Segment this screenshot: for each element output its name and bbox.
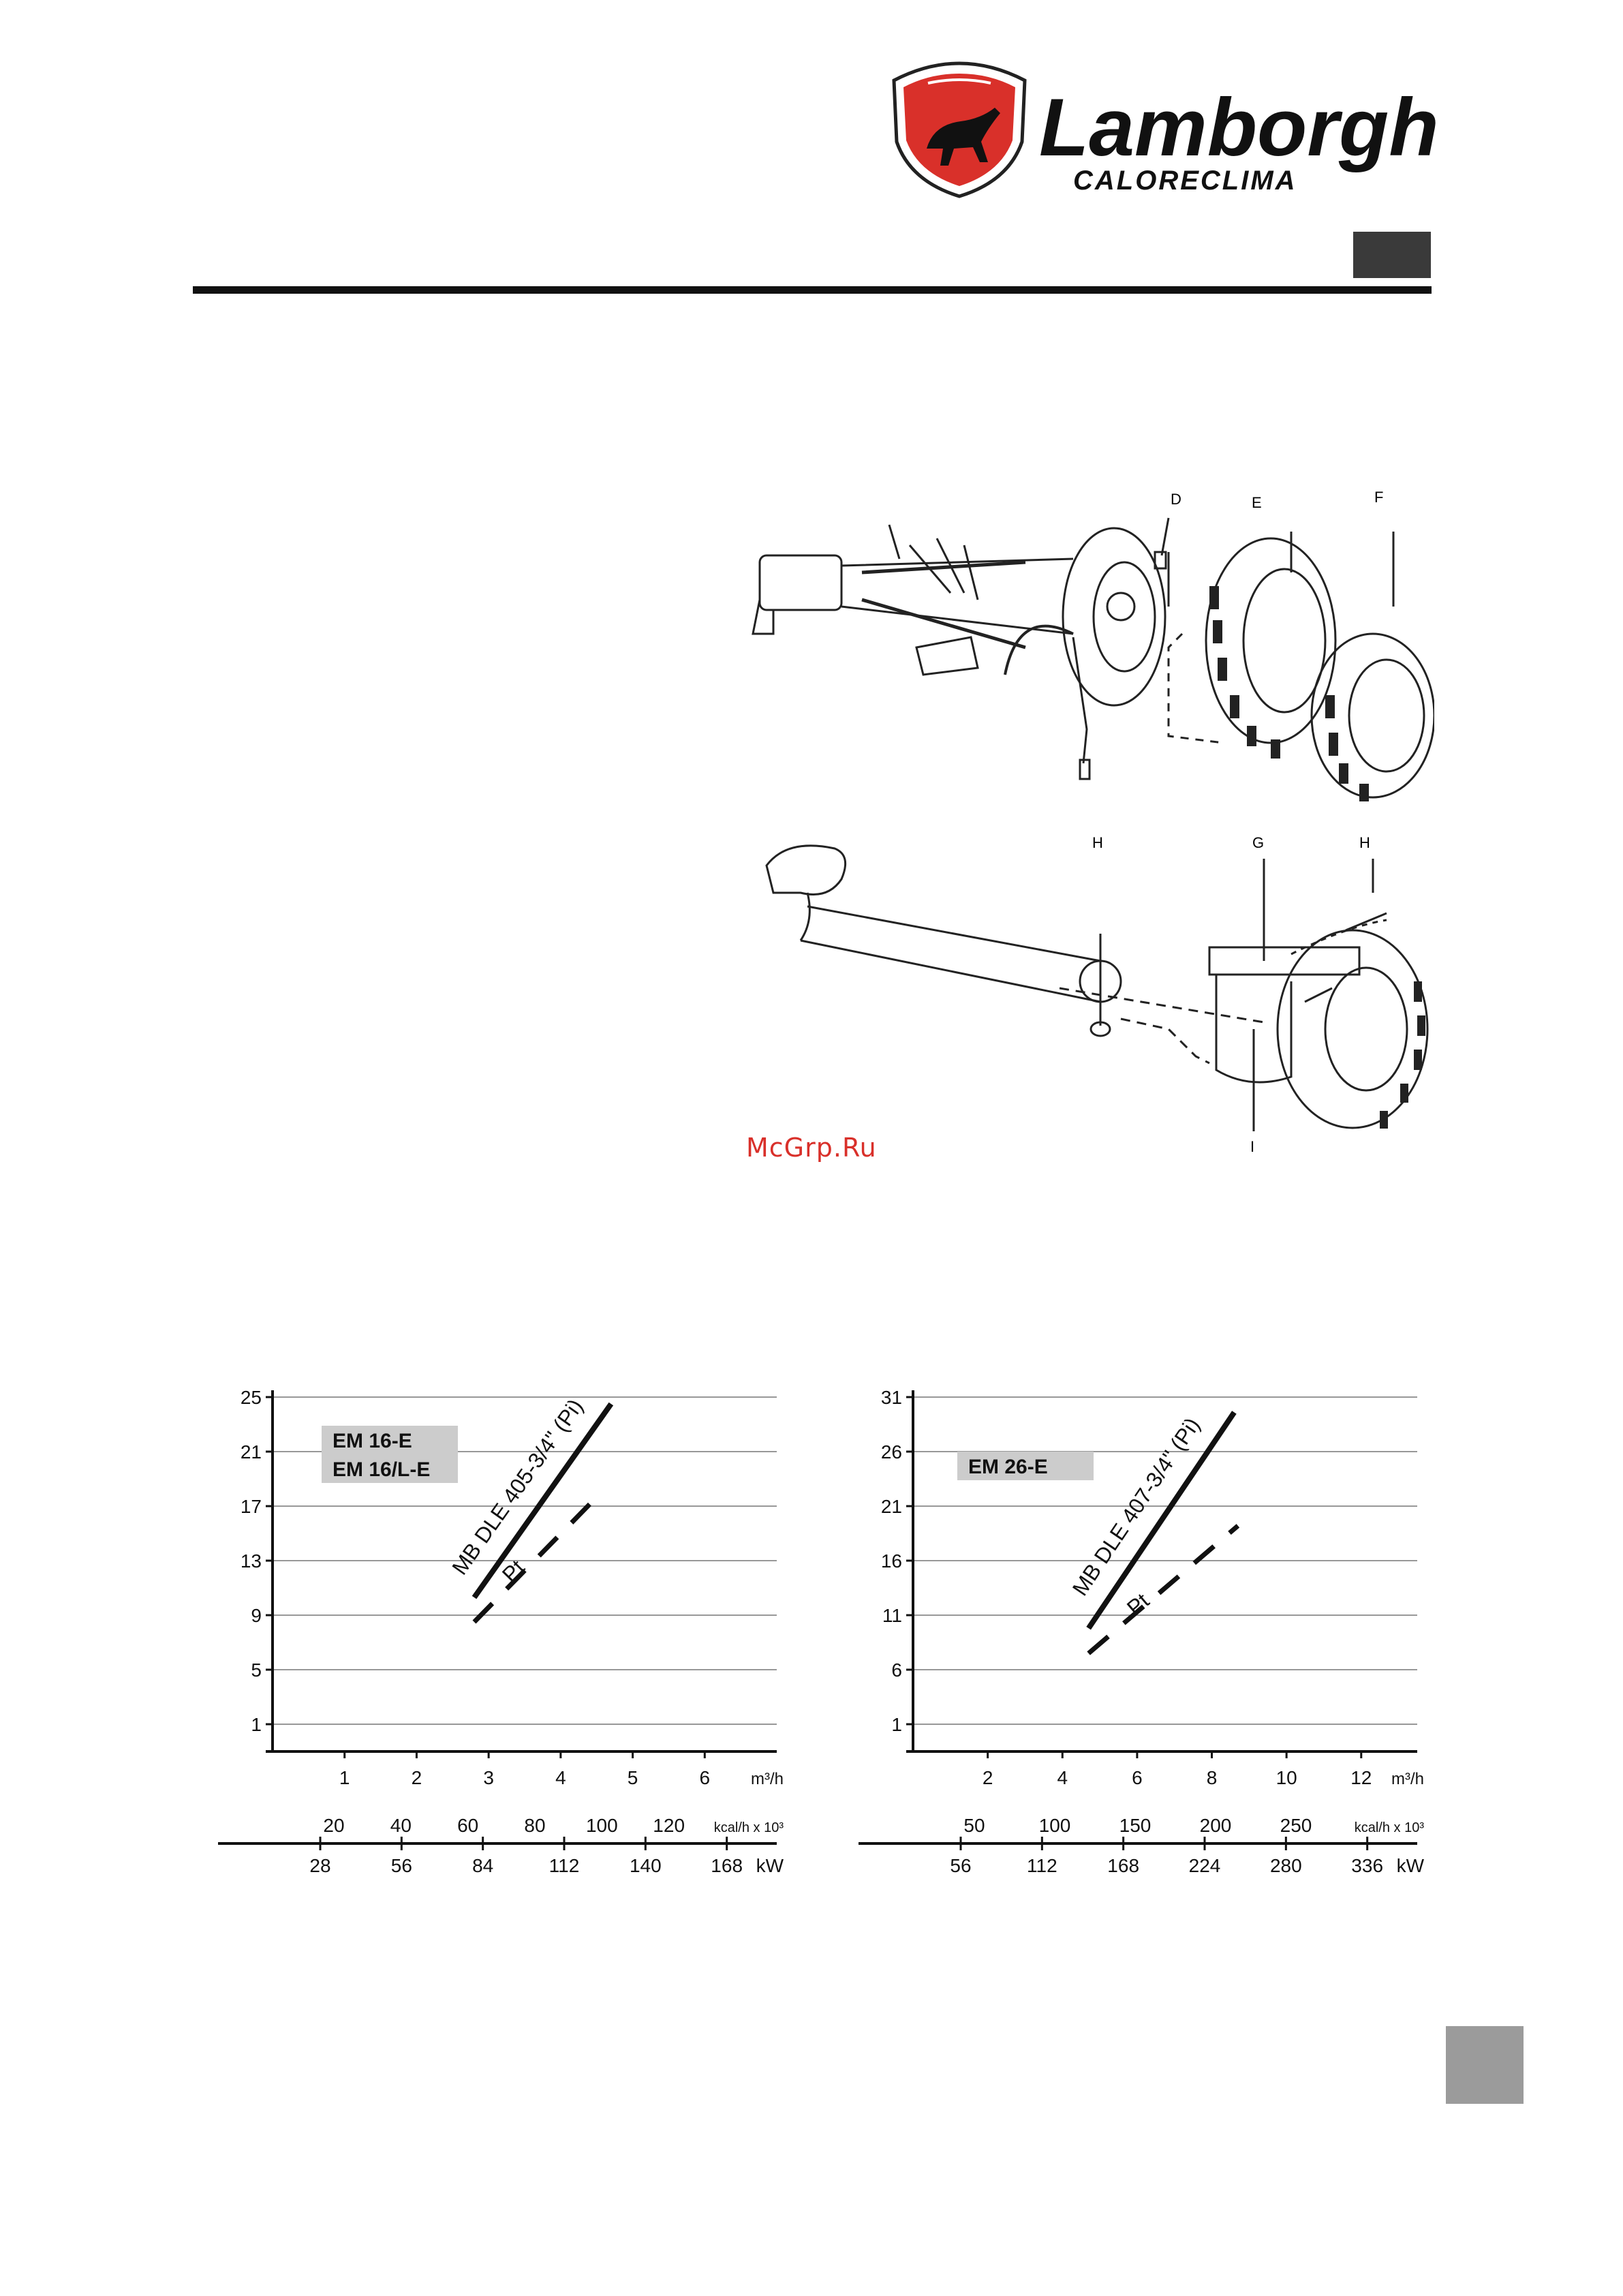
kw-unit-label: kW <box>756 1855 784 1876</box>
kcal-tick-label: 250 <box>1280 1815 1312 1836</box>
callout-h-right: H <box>1359 834 1370 851</box>
y-tick-label: 26 <box>881 1441 902 1463</box>
x-tick-label: 3 <box>483 1767 494 1788</box>
kcal-unit-label: kcal/h x 10³ <box>714 1820 784 1835</box>
kw-tick-label: 168 <box>711 1855 743 1876</box>
x-tick-label: 4 <box>555 1767 566 1788</box>
kw-unit-label: kW <box>1397 1855 1425 1876</box>
callout-d: D <box>1171 491 1181 508</box>
page-tab <box>1446 2026 1524 2104</box>
y-tick-label: 5 <box>251 1659 262 1681</box>
x-tick-label: 5 <box>628 1767 638 1788</box>
series-label: MB DLE 405-3/4" (Pi) <box>447 1394 587 1579</box>
callout-g: G <box>1252 834 1264 851</box>
callout-i: I <box>1250 1138 1254 1155</box>
kw-tick-label: 112 <box>549 1855 580 1876</box>
x-tick-label: 6 <box>1132 1767 1143 1788</box>
model-label: EM 16/L-E <box>333 1458 430 1481</box>
y-tick-label: 6 <box>891 1659 902 1681</box>
kw-tick-label: 224 <box>1189 1855 1221 1876</box>
brand-name: Lamborghini <box>1039 82 1438 173</box>
x-tick-label: 12 <box>1350 1767 1372 1788</box>
kcal-unit-label: kcal/h x 10³ <box>1355 1820 1425 1835</box>
brand-subname: CALORECLIMA <box>1073 166 1297 196</box>
kw-tick-label: 56 <box>391 1855 412 1876</box>
brand-logo: Lamborghini CALORECLIMA <box>886 60 1536 200</box>
y-tick-label: 11 <box>882 1605 902 1626</box>
y-tick-label: 25 <box>241 1387 262 1408</box>
y-tick-label: 1 <box>251 1714 262 1735</box>
kw-tick-label: 168 <box>1107 1855 1139 1876</box>
x-tick-label: 2 <box>412 1767 422 1788</box>
x-tick-label: 6 <box>699 1767 710 1788</box>
x-tick-label: 4 <box>1057 1767 1068 1788</box>
kw-tick-label: 56 <box>950 1855 971 1876</box>
kcal-tick-label: 20 <box>323 1815 344 1836</box>
series-line-pi <box>472 1402 614 1599</box>
y-tick-label: 9 <box>251 1605 262 1626</box>
kw-tick-label: 84 <box>472 1855 493 1876</box>
kw-tick-label: 280 <box>1270 1855 1302 1876</box>
callout-f: F <box>1374 489 1383 506</box>
kcal-tick-label: 100 <box>586 1815 618 1836</box>
y-tick-label: 13 <box>241 1550 262 1572</box>
y-tick-label: 17 <box>241 1496 262 1517</box>
x-tick-label: 2 <box>983 1767 993 1788</box>
series-line-pt <box>1087 1524 1240 1655</box>
callout-h-left: H <box>1092 834 1103 851</box>
model-label: EM 16-E <box>333 1430 412 1452</box>
kw-tick-label: 140 <box>630 1855 662 1876</box>
kcal-tick-label: 50 <box>963 1815 985 1836</box>
model-label-box <box>957 1452 1094 1480</box>
header-marker-box <box>1353 232 1431 278</box>
model-label-box <box>322 1426 458 1454</box>
kcal-tick-label: 150 <box>1119 1815 1151 1836</box>
y-tick-label: 21 <box>881 1496 902 1517</box>
x-tick-label: 1 <box>339 1767 350 1788</box>
kcal-tick-label: 60 <box>457 1815 478 1836</box>
exploded-drawing-bottom: H G H I <box>732 825 1434 1165</box>
header-rule <box>193 286 1432 294</box>
y-tick-label: 16 <box>881 1550 902 1572</box>
kcal-tick-label: 120 <box>653 1815 685 1836</box>
kw-tick-label: 336 <box>1351 1855 1383 1876</box>
x-tick-label: 8 <box>1207 1767 1218 1788</box>
y-tick-label: 31 <box>881 1387 902 1408</box>
series-line-pt <box>472 1488 606 1624</box>
kcal-tick-label: 80 <box>524 1815 545 1836</box>
y-tick-label: 21 <box>241 1441 262 1463</box>
bull-shield-icon <box>892 61 1027 198</box>
kcal-tick-label: 100 <box>1039 1815 1071 1836</box>
kw-tick-label: 28 <box>309 1855 330 1876</box>
series-line-pi <box>1086 1411 1237 1630</box>
model-label: EM 26-E <box>968 1456 1048 1478</box>
x-tick-label: 10 <box>1276 1767 1297 1788</box>
x-unit-label: m³/h <box>751 1770 784 1788</box>
y-tick-label: 1 <box>891 1714 902 1735</box>
kcal-tick-label: 200 <box>1200 1815 1232 1836</box>
kcal-tick-label: 40 <box>390 1815 412 1836</box>
model-label-box <box>322 1454 458 1483</box>
kw-tick-label: 112 <box>1027 1855 1057 1876</box>
x-unit-label: m³/h <box>1391 1770 1424 1788</box>
watermark-text: McGrp.Ru <box>746 1133 877 1163</box>
callout-e: E <box>1252 494 1262 511</box>
exploded-drawing-top: D E F <box>732 470 1436 831</box>
